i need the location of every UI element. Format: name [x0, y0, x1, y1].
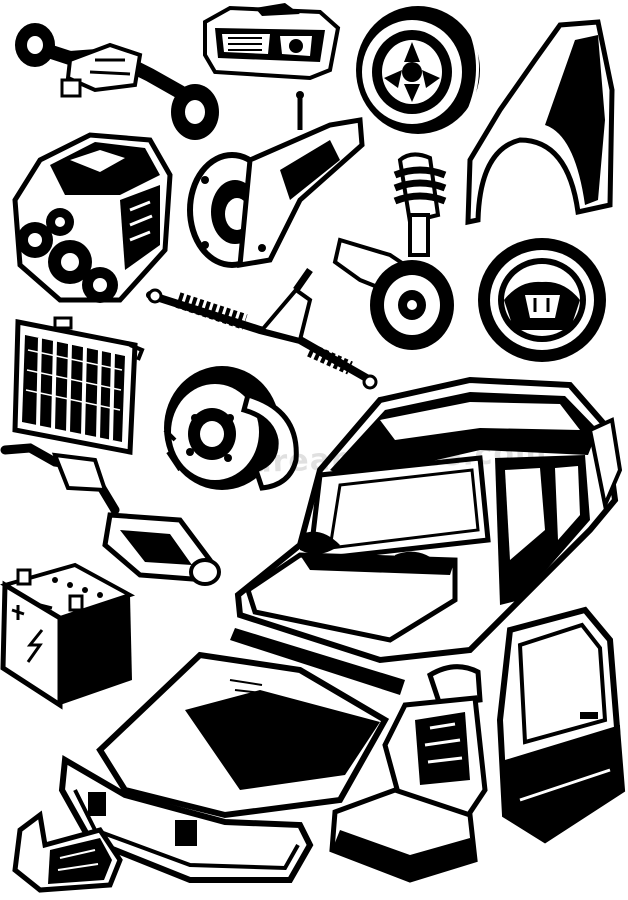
car-seat-icon [329, 664, 488, 883]
radiator-icon [12, 316, 145, 455]
steering-rack-icon [146, 267, 378, 390]
headlight-icon [203, 3, 341, 81]
car-door-icon [496, 606, 626, 844]
shock-absorber-icon [332, 152, 454, 350]
battery-icon [0, 562, 136, 710]
car-body-shell-icon [230, 376, 623, 695]
gearbox-icon [187, 91, 365, 269]
hood-bumper-icon [58, 651, 390, 883]
engine-icon [12, 132, 173, 303]
side-mirror-icon [12, 810, 123, 893]
wheel-tire-icon [356, 6, 480, 134]
steering-wheel-icon [478, 238, 606, 362]
rear-axle-icon [15, 23, 219, 140]
fender-icon [465, 19, 615, 226]
brake-disc-icon [163, 366, 299, 491]
exhaust-muffler-icon [0, 443, 221, 586]
